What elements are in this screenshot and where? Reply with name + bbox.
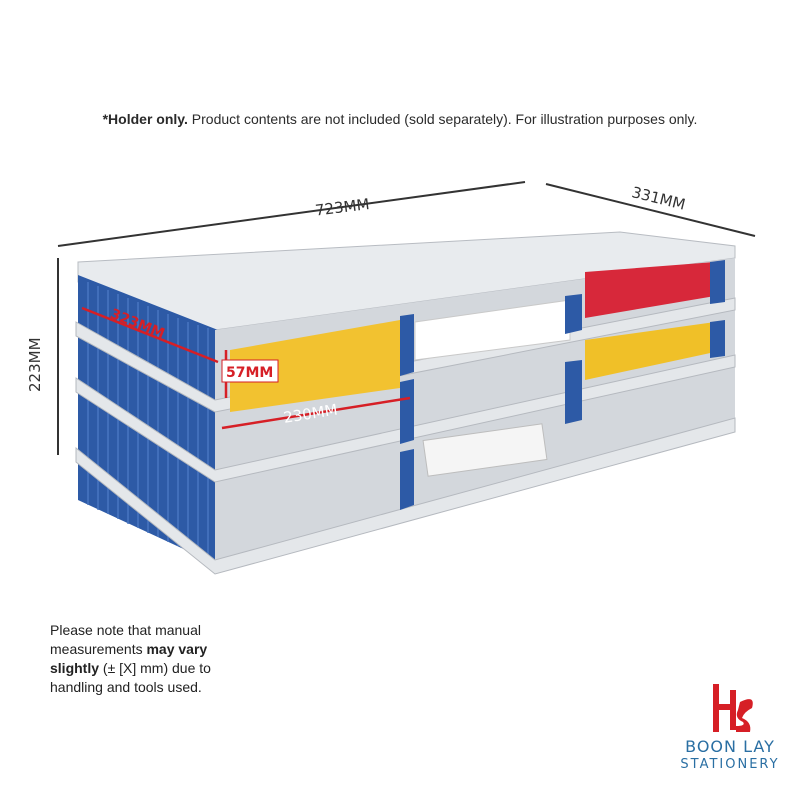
- disclaimer-text: *Holder only. Product contents are not i…: [0, 111, 800, 127]
- height-label: 223MM: [26, 337, 44, 392]
- brand-name-line1: BOON LAY: [685, 737, 775, 756]
- note-bold: may vary slightly: [50, 641, 208, 676]
- organizer-body: [75, 231, 736, 575]
- width-label: 723MM: [314, 195, 370, 220]
- brand-logo-icon: [713, 684, 753, 732]
- brand-name-line2: STATIONERY: [680, 757, 780, 772]
- disclaimer-bold: *Holder only.: [102, 111, 188, 127]
- measurement-note: Please note that manual measurements may…: [50, 621, 250, 697]
- note-part1: Please note that manual measurements: [50, 622, 201, 657]
- inner-height-box: [221, 359, 279, 383]
- dimension-lines: [57, 181, 756, 455]
- inner-height-label: 57MM: [226, 365, 273, 381]
- disclaimer-rest: Product contents are not included (sold …: [187, 111, 698, 127]
- note-part2: (± [X] mm) due to handling and tools use…: [50, 660, 211, 695]
- depth-label: 331MM: [630, 183, 687, 214]
